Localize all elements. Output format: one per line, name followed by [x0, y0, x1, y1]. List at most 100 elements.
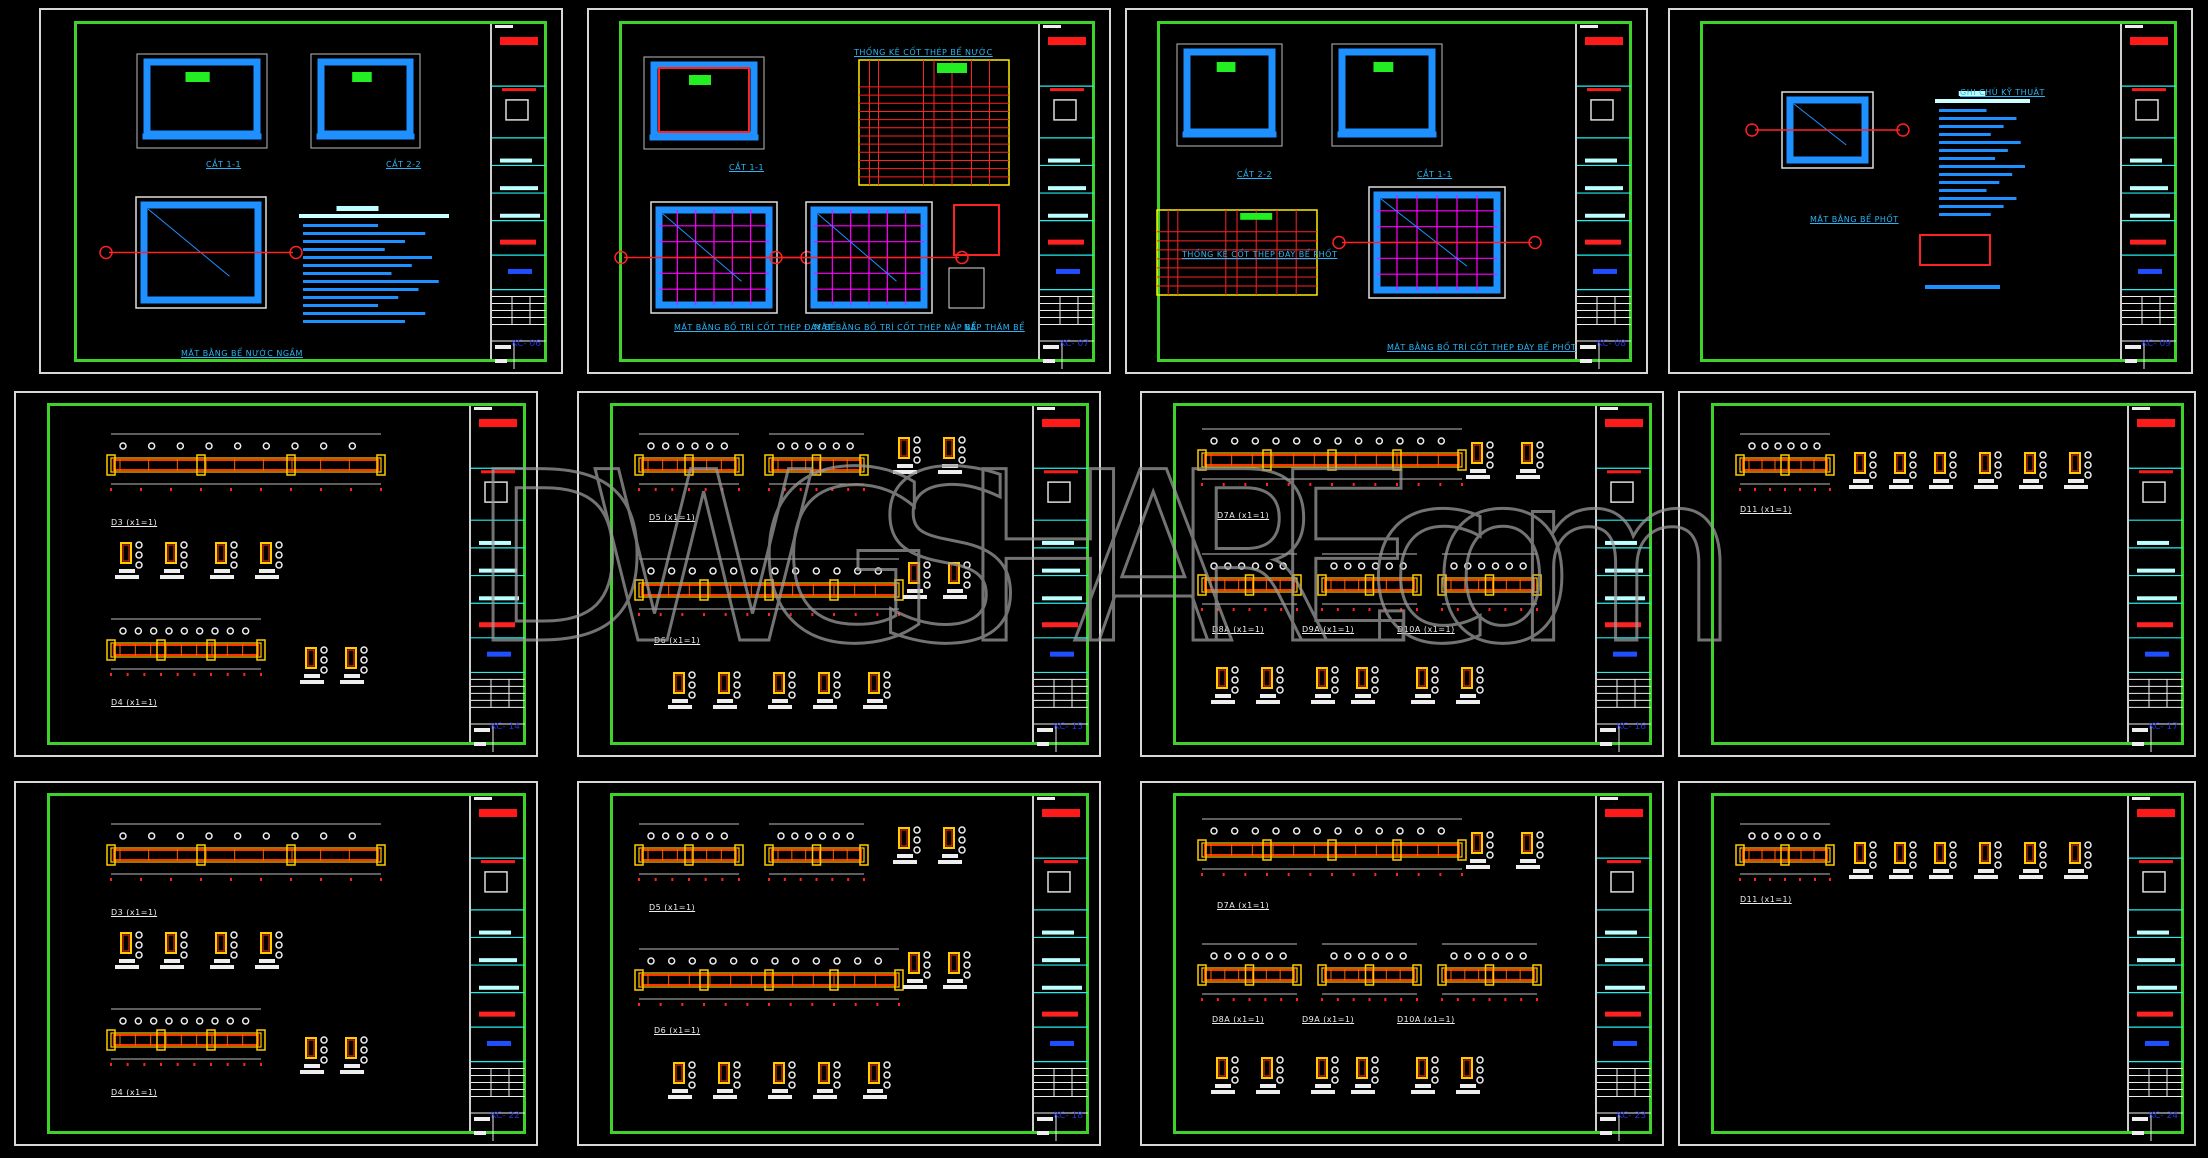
rebar-callout: [1464, 952, 1472, 960]
tb-label: [1037, 728, 1053, 732]
drawing-title: D7A (x1=1): [1217, 901, 1270, 910]
grid-tick: [1739, 878, 1741, 881]
grid-tick: [1287, 483, 1290, 486]
title-block: KC- 24: [2127, 796, 2183, 1141]
rebar-callout: [1276, 1076, 1284, 1084]
tb-cyan-bar: [1042, 930, 1074, 935]
section-label-bar: [893, 470, 917, 474]
beam-outline: [110, 847, 382, 863]
rebar-callout: [874, 567, 883, 575]
rebar-callout: [1272, 827, 1280, 835]
beam-support-column: [106, 844, 116, 866]
section-label-bar: [2064, 875, 2088, 879]
drawing-title: D5 (x1=1): [649, 513, 696, 522]
cross-section: [1979, 452, 1991, 474]
rebar-callout: [1237, 562, 1246, 570]
drawing-title: D5 (x1=1): [649, 903, 696, 912]
rebar-callout: [667, 957, 676, 965]
rebar-callout: [1431, 1066, 1439, 1074]
rebar-callout: [1231, 1056, 1239, 1064]
rebar-callout: [1761, 832, 1769, 840]
tb-label: [495, 359, 507, 363]
rebar-callout: [1774, 442, 1782, 450]
beam-support-column: [634, 844, 644, 866]
section-label-bar: [768, 1095, 792, 1099]
beam-outline: [638, 847, 740, 863]
section-label-bar: [1933, 869, 1949, 873]
rebar-callout: [1909, 841, 1917, 849]
section-label-bar: [713, 1095, 737, 1099]
rebar-callout: [1486, 841, 1494, 849]
beam-support-column: [106, 639, 116, 661]
rebar-callout: [1476, 1056, 1484, 1064]
grid-tick: [1201, 608, 1203, 611]
rebar-callout: [1313, 437, 1322, 445]
title-block: KC- 17: [2127, 406, 2183, 752]
manhole-detail: [948, 267, 985, 309]
beam-support-column: [634, 454, 644, 476]
title-block: KC- 23: [1595, 796, 1651, 1141]
rebar-callout: [134, 1017, 143, 1025]
sheet-drawing: [106, 433, 386, 684]
tb-project-name: [2137, 622, 2173, 628]
grid-tick: [1336, 998, 1339, 1001]
rebar-callout: [1536, 451, 1544, 459]
rebar-callout: [923, 571, 931, 579]
cross-section-rebar: [1856, 454, 1864, 472]
rebar-callout: [709, 567, 717, 575]
rebar-callout: [791, 832, 799, 840]
section-marker: [1528, 235, 1542, 250]
tb-cyan-bar: [1585, 158, 1617, 163]
section-label-bar: [1853, 869, 1869, 873]
beam-support-column: [106, 454, 116, 476]
title-block-graphics: [471, 407, 525, 752]
rebar-callout: [923, 581, 931, 589]
beam-rebar: [1204, 969, 1295, 981]
rebar-callout: [750, 567, 759, 575]
rebar-callout: [230, 951, 238, 959]
beam-support-column: [1262, 449, 1272, 471]
rebar-callout: [883, 1061, 891, 1069]
cross-section-rebar: [1473, 444, 1481, 462]
cross-section-rebar: [1358, 669, 1366, 687]
sheet-number: KC- 06: [511, 339, 541, 349]
rebar-callout: [1230, 827, 1239, 835]
grid-tick: [320, 488, 322, 491]
rebar-callout: [119, 1017, 127, 1025]
grid-tick: [768, 488, 770, 491]
cross-section-rebar: [1856, 844, 1864, 862]
rebar-callout: [195, 627, 204, 635]
rebar-callout: [791, 957, 800, 965]
grid-tick: [1456, 998, 1459, 1001]
note-line: [303, 272, 392, 275]
rebar-callout: [348, 442, 357, 450]
drawing-title: D10A (x1=1): [1397, 1015, 1455, 1024]
cross-section-rebar: [1896, 454, 1904, 472]
sheet-border-frame: KC- 17: [1711, 403, 2184, 752]
section-label-bar: [903, 985, 927, 989]
section-label-bar: [867, 699, 883, 703]
sheet-drawing: [99, 53, 449, 323]
drawing-title: D8A (x1=1): [1212, 1015, 1265, 1024]
grid-tick: [1201, 483, 1203, 486]
rebar-callout: [1237, 952, 1246, 960]
section-label-bar: [115, 575, 139, 579]
rebar-callout: [1357, 562, 1366, 570]
grid-tick: [1309, 483, 1312, 486]
tb-cyan-bar: [2137, 958, 2175, 963]
rebar-callout: [1519, 952, 1527, 960]
section-label-bar: [304, 674, 320, 678]
